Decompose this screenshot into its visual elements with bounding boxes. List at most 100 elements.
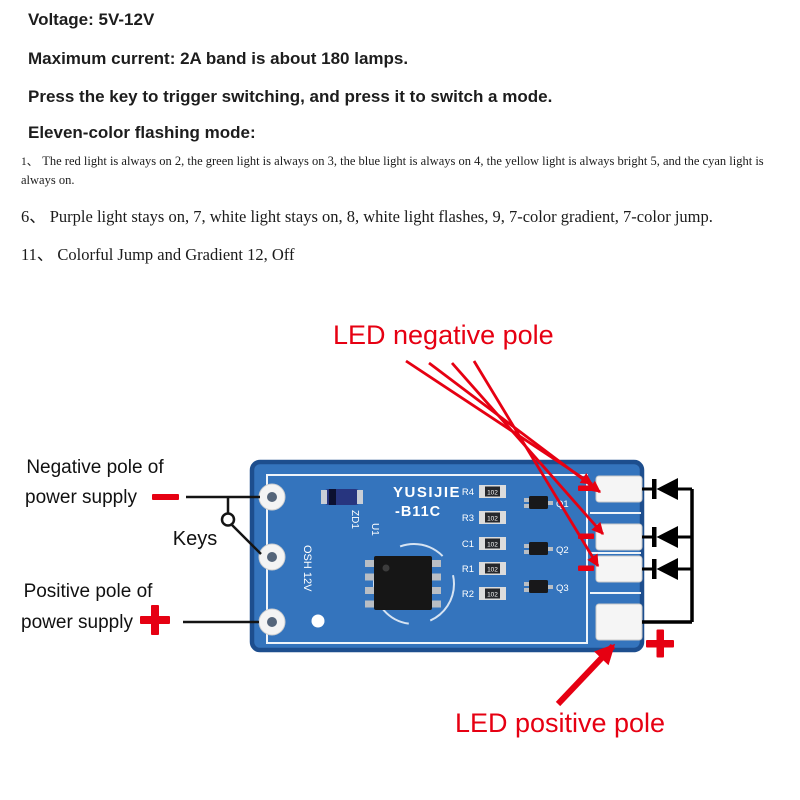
- zd1-cap: [321, 490, 327, 504]
- board-marking-osh12v: OSH 12V: [301, 545, 313, 592]
- zd1-band: [329, 489, 336, 505]
- via-dot: [311, 614, 325, 628]
- body: [529, 580, 548, 593]
- mode-item-1-number: 1、: [21, 156, 39, 168]
- ref-zd1: ZD1: [349, 510, 360, 529]
- component-ic-u1: [365, 556, 441, 610]
- ic-pin: [365, 560, 374, 567]
- resistor-code: 102: [487, 567, 498, 574]
- mode-item-2: 6、Purple light stays on, 7, white light …: [21, 203, 791, 227]
- resistor: 102: [479, 587, 506, 600]
- resistor: 102: [479, 537, 506, 550]
- ref-u1: U1: [369, 523, 380, 536]
- transistors: Q1 Q2 Q3: [524, 496, 569, 594]
- transistor-q3: [524, 580, 553, 593]
- zd1-cap: [357, 490, 363, 504]
- input-pads: [258, 483, 325, 636]
- wiring: [183, 495, 262, 624]
- resistor-refs: R4 R3 C1 R1 R2: [462, 487, 474, 600]
- resistor-body: [485, 512, 500, 523]
- negative-supply-label-line1: Negative pole of: [26, 457, 164, 478]
- pin: [548, 547, 553, 551]
- pin: [524, 544, 529, 548]
- mode-item-3-text: Colorful Jump and Gradient 12, Off: [57, 245, 295, 264]
- pin: [548, 585, 553, 589]
- arrow: [472, 360, 600, 568]
- plus-sign-supply: [151, 605, 159, 635]
- spec-voltage: Voltage: 5V-12V: [28, 10, 155, 29]
- ref-c1: C1: [462, 539, 474, 550]
- ic-pin: [432, 600, 441, 608]
- output-pads: [595, 475, 643, 641]
- plus-sign-output: [656, 629, 664, 658]
- ic-pin: [432, 560, 441, 567]
- positive-pole-arrow: [555, 643, 616, 707]
- resistor-code: 102: [487, 542, 498, 549]
- ref-r4: R4: [462, 487, 474, 498]
- resistor-body: [485, 588, 500, 599]
- resistor-code: 102: [487, 516, 498, 523]
- minus-sign-pad2: [578, 533, 594, 539]
- pad-hole: [267, 617, 277, 627]
- ic-pin: [432, 573, 441, 581]
- positive-supply-label-line2: power supply: [21, 612, 133, 633]
- minus-sign-pad1: [578, 485, 594, 491]
- pad-led-neg-2: [595, 523, 643, 551]
- spec-current: Maximum current: 2A band is about 180 la…: [28, 49, 409, 68]
- ref-r2: R2: [462, 589, 474, 600]
- mode-item-3: 11、Colorful Jump and Gradient 12, Off: [21, 241, 791, 265]
- pad-led-pos: [595, 603, 643, 641]
- ref-q3: Q3: [556, 583, 569, 594]
- resistor-body: [485, 486, 500, 497]
- spec-mode-title: Eleven-color flashing mode:: [28, 123, 256, 142]
- pad-led-neg-1: [595, 475, 643, 503]
- mode-item-3-number: 11、: [21, 245, 54, 264]
- resistor: 102: [479, 485, 506, 498]
- minus-sign-pad3: [578, 565, 594, 571]
- keys-label: Keys: [172, 528, 218, 550]
- pin: [524, 504, 529, 508]
- mode-item-1: 1、The red light is always on 2, the gree…: [21, 152, 791, 189]
- zd1-body: [322, 489, 362, 505]
- ic-pin: [365, 600, 374, 608]
- body: [529, 542, 548, 555]
- resistor: 102: [479, 511, 506, 524]
- ic-body: [374, 556, 432, 610]
- minus-sign-supply: [152, 494, 179, 500]
- ref-r1: R1: [462, 564, 474, 575]
- negative-supply-label-line2: power supply: [25, 487, 137, 508]
- ref-q2: Q2: [556, 545, 569, 556]
- resistor-body: [485, 563, 500, 574]
- mode-item-2-number: 6、: [21, 207, 46, 226]
- ic-pin1-dot: [382, 564, 390, 572]
- led-negative-label: LED negative pole: [333, 320, 554, 350]
- switch-terminal-circle: [220, 512, 236, 527]
- led-schematic: [642, 478, 694, 624]
- ic-pin: [432, 587, 441, 594]
- transistor-q1: [524, 496, 553, 509]
- pin: [524, 582, 529, 586]
- pin: [524, 550, 529, 554]
- component-zd1: [321, 489, 363, 505]
- body: [529, 496, 548, 509]
- led-symbol-1: [642, 478, 692, 500]
- mode-item-2-text: Purple light stays on, 7, white light st…: [49, 207, 713, 226]
- pad-hole: [267, 492, 277, 502]
- resistor: 102: [479, 562, 506, 575]
- switch-lever-wire: [231, 524, 262, 555]
- ref-r3: R3: [462, 513, 474, 524]
- negative-pole-arrows: [405, 359, 605, 568]
- pad-led-neg-3: [595, 555, 643, 583]
- spec-key-press: Press the key to trigger switching, and …: [28, 87, 553, 106]
- pin: [524, 498, 529, 502]
- pin: [548, 501, 553, 505]
- ic-pin: [365, 573, 374, 581]
- resistor-code: 102: [487, 490, 498, 497]
- board-brand-line1: YUSIJIE: [393, 484, 461, 501]
- smd-resistors: 102 102 102 102: [479, 485, 506, 600]
- resistor-code: 102: [487, 592, 498, 599]
- ic-pin: [365, 587, 374, 594]
- led-symbol-2: [642, 526, 692, 548]
